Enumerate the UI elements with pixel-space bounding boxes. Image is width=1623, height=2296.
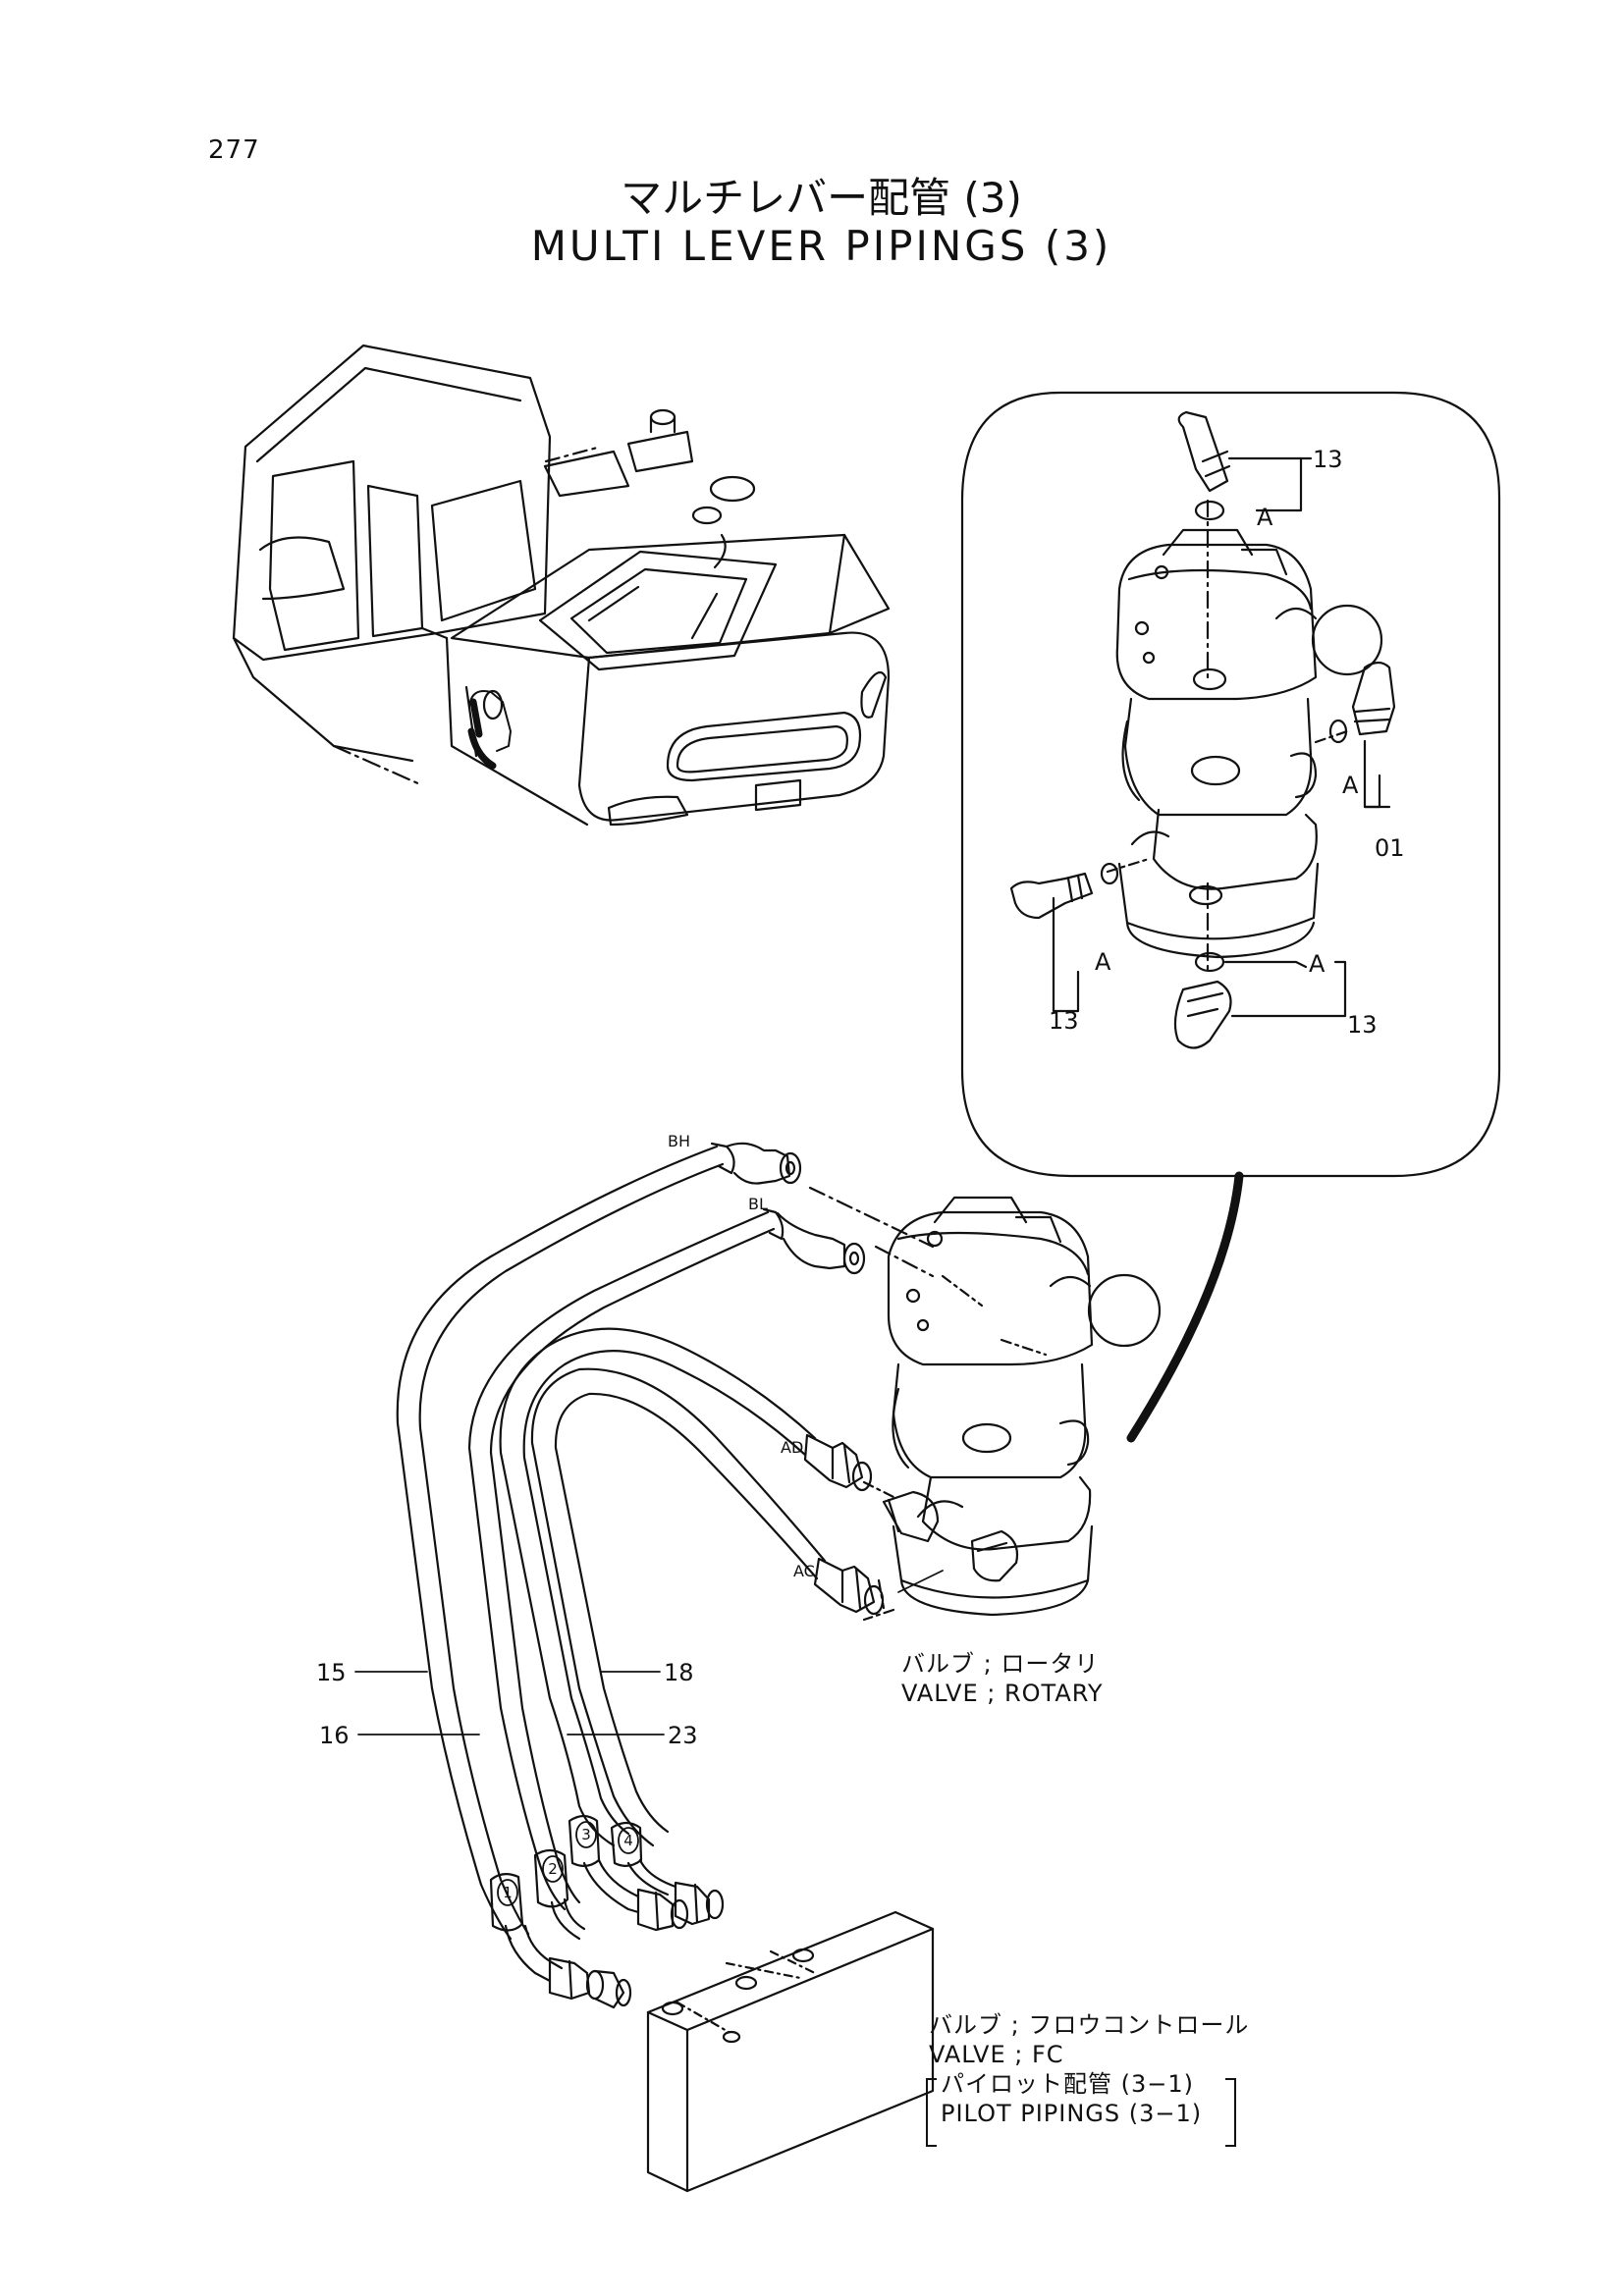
callout-a-4: A [1309, 950, 1325, 978]
detail-rotary-valve [1009, 410, 1396, 1049]
valve-fc-label-jp: バルブ ; フロウコントロール [929, 2011, 1250, 2039]
hose-lower-couplings [489, 1814, 725, 2009]
port-label-bl: BL [748, 1195, 768, 1213]
port-label-ad: AD [781, 1438, 803, 1457]
valve-fc-label-en: VALVE ; FC [929, 2041, 1064, 2068]
page-title-japanese: マルチレバー配管 (3) [621, 174, 1022, 222]
valve-rotary-label-en: VALVE ; ROTARY [901, 1680, 1104, 1707]
detail-callout-frame [960, 391, 1501, 1443]
pilot-pipings-ref-en: PILOT PIPINGS (3−1) [941, 2100, 1203, 2127]
callout-15: 15 [316, 1659, 347, 1686]
port-label-ac: AC [793, 1562, 815, 1580]
callout-a-2: A [1342, 772, 1359, 799]
page-title-english: MULTI LEVER PIPINGS (3) [530, 222, 1112, 270]
hose-mark-3: 3 [581, 1826, 591, 1843]
hose-mark-4: 4 [623, 1832, 633, 1849]
hose-mark-1: 1 [503, 1884, 513, 1901]
callout-13-bottom: 13 [1347, 1011, 1378, 1039]
callout-23: 23 [668, 1722, 698, 1749]
rotary-valve-main [808, 1186, 1162, 1622]
callout-a-3: A [1095, 948, 1111, 976]
pilot-pipings-ref-jp: パイロット配管 (3−1) [941, 2070, 1195, 2098]
callout-13-left: 13 [1049, 1007, 1079, 1035]
hose-assemblies [396, 1142, 885, 1941]
page-number: 277 [208, 135, 260, 165]
excavator-overview [232, 344, 891, 827]
flow-control-valve-block [646, 1910, 935, 2193]
port-label-bh: BH [668, 1132, 690, 1150]
callout-13-top: 13 [1313, 446, 1343, 473]
valve-fc-label: バルブ ; フロウコントロール VALVE ; FC パイロット配管 (3−1)… [929, 2010, 1249, 2128]
callout-18: 18 [664, 1659, 694, 1686]
hose-mark-badges [497, 1821, 639, 1906]
valve-rotary-label: バルブ ; ロータリ VALVE ; ROTARY [901, 1649, 1104, 1708]
callout-16: 16 [319, 1722, 350, 1749]
callout-a-1: A [1257, 504, 1273, 531]
valve-rotary-label-jp: バルブ ; ロータリ [901, 1650, 1100, 1678]
callout-leaders [354, 1671, 665, 1735]
hose-mark-2: 2 [548, 1860, 558, 1878]
callout-01: 01 [1375, 834, 1405, 862]
